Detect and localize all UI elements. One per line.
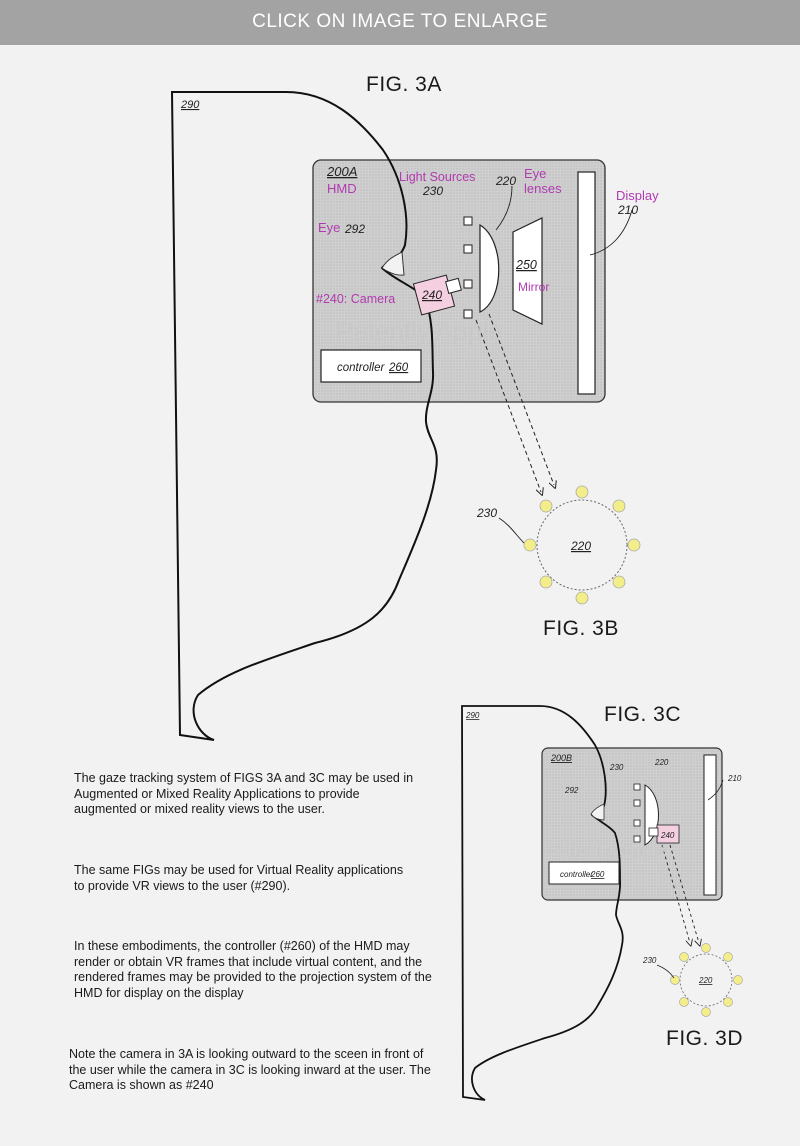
- light-sources-230-3c: [633, 783, 641, 843]
- eye-292-shape-3c: [590, 803, 605, 821]
- fig3c-drawing: [461, 705, 724, 1101]
- eye-lens-220: [479, 223, 500, 313]
- fig3c-display-ref-210: 210: [727, 774, 742, 783]
- note-vr: The same FIGs may be used for Virtual Re…: [74, 863, 404, 893]
- eye-lenses-label-2: lenses: [524, 181, 562, 196]
- lens-220-ring: [536, 499, 628, 591]
- fig-3d-title: FIG. 3D: [666, 1027, 744, 1050]
- note-camera: Note the camera in 3A is looking outward…: [69, 1047, 431, 1092]
- lens-ref-220: 220: [495, 174, 516, 188]
- fig-3b-title: FIG. 3B: [543, 617, 619, 640]
- light-dots-230: [523, 485, 641, 605]
- eye-ref-292: 292: [344, 222, 365, 236]
- hmd-ref-200b: 200B: [550, 753, 572, 763]
- user-head-outline: [170, 91, 438, 741]
- hmd-ref-200a: 200A: [326, 164, 357, 179]
- fig3c-light-ref-230: 230: [609, 763, 624, 772]
- fig3c-lens-ref-220: 220: [654, 758, 669, 767]
- fig3b-drawing: [498, 485, 641, 605]
- patently-apple-watermark: Patently Apple: [336, 316, 502, 346]
- controller-ref-260: 260: [388, 362, 409, 374]
- display-ref-210: 210: [617, 203, 638, 217]
- fig-3a-title: FIG. 3A: [366, 73, 442, 96]
- camera-label: #240: Camera: [316, 292, 395, 306]
- controller-260-box: [320, 349, 422, 383]
- display-210: [577, 171, 596, 395]
- enlarge-banner[interactable]: CLICK ON IMAGE TO ENLARGE: [0, 0, 800, 45]
- camera-ref-240: 240: [421, 288, 442, 302]
- mirror-ref-250: 250: [515, 258, 537, 272]
- fig-3c-title: FIG. 3C: [604, 703, 682, 726]
- camera-240-3c: [648, 824, 680, 844]
- mirror-label: Mirror: [518, 280, 549, 294]
- note-controller: In these embodiments, the controller (#2…: [74, 939, 432, 1000]
- fig3c-watermark: Patently Apple: [547, 841, 668, 862]
- light-sources-label: Light Sources: [399, 170, 475, 184]
- eye-label: Eye: [318, 220, 340, 235]
- light-sources-230: [463, 216, 473, 319]
- eye-292-shape: [381, 251, 405, 276]
- fig3d-light-ref-230: 230: [642, 956, 657, 965]
- fig3c-camera-ref-240: 240: [660, 831, 675, 840]
- light-dots-230-3d: [670, 943, 743, 1017]
- fig3c-controller-label: controller: [560, 870, 593, 879]
- fig3b-light-ref-230: 230: [476, 506, 497, 520]
- user-ref-290: 290: [180, 99, 200, 111]
- mirror-250: [512, 217, 543, 325]
- controller-label: controller: [337, 362, 385, 374]
- fig3c-controller-ref-260: 260: [590, 870, 605, 879]
- camera-240: [412, 274, 462, 316]
- fig3a-drawing: [170, 91, 633, 741]
- note-ar-mr: The gaze tracking system of FIGS 3A and …: [74, 771, 414, 816]
- user-head-outline-3c: [461, 705, 624, 1101]
- fig3d-drawing: [656, 943, 743, 1017]
- lens-220-ring-3d: [679, 953, 733, 1007]
- display-210-3c: [703, 754, 717, 896]
- fig3b-lens-ref-220: 220: [570, 539, 591, 553]
- eye-lenses-label-1: Eye: [524, 166, 546, 181]
- display-label: Display: [616, 188, 659, 203]
- fig3c-eye-ref-292: 292: [564, 786, 579, 795]
- fig3c-user-ref-290: 290: [465, 711, 480, 720]
- fig3d-lens-ref-220: 220: [698, 976, 713, 985]
- hmd-label: HMD: [327, 181, 357, 196]
- controller-260-box-3c: [548, 861, 620, 885]
- light-ref-230: 230: [422, 184, 443, 198]
